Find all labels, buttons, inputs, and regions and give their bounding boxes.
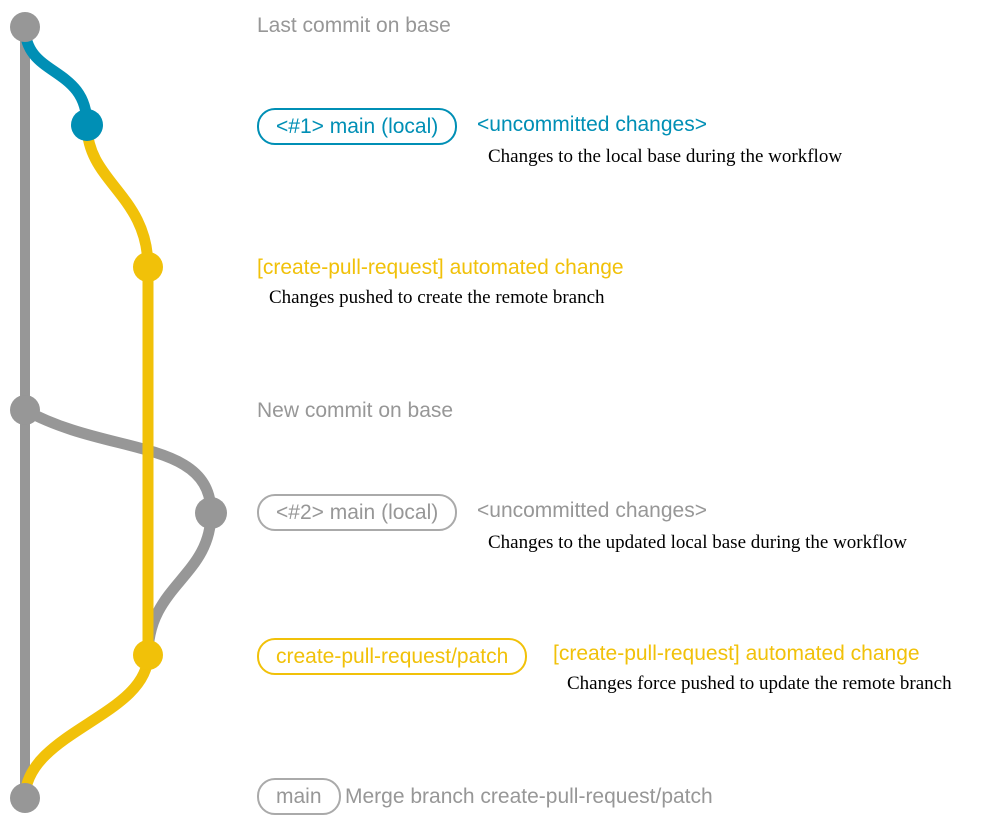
commit-dot-patch-2 bbox=[133, 640, 163, 670]
commit-message-merge: Merge branch create-pull-request/patch bbox=[345, 785, 713, 808]
commit-message-automated-2: [create-pull-request] automated change bbox=[553, 642, 920, 665]
local-main-branch-line bbox=[19, 26, 93, 126]
commit-body-uncommitted-1: Changes to the local base during the wor… bbox=[488, 146, 843, 167]
commit-body-uncommitted-2: Changes to the updated local base during… bbox=[488, 532, 907, 553]
git-graph bbox=[10, 12, 227, 813]
rebase-branch-line bbox=[22, 405, 217, 656]
commit-message-last-base: Last commit on base bbox=[257, 14, 451, 37]
commit-dot-local-main-1 bbox=[71, 109, 103, 141]
commit-dot-new-base bbox=[10, 395, 40, 425]
branch-badge-main-local-1: <#1> main (local) bbox=[257, 108, 458, 145]
commit-message-automated-1: [create-pull-request] automated change bbox=[257, 256, 624, 279]
commit-body-automated-1: Changes pushed to create the remote bran… bbox=[269, 287, 605, 308]
commit-message-uncommitted-1: <uncommitted changes> bbox=[477, 113, 707, 136]
branch-badge-main-local-2: <#2> main (local) bbox=[257, 494, 458, 531]
commit-dot-patch-1 bbox=[133, 252, 163, 282]
commit-dot-local-main-2 bbox=[195, 497, 227, 529]
branch-badge-patch: create-pull-request/patch bbox=[257, 638, 528, 675]
commit-dot-merge bbox=[10, 783, 40, 813]
commit-dot-last-base bbox=[10, 12, 40, 42]
commit-message-new-base: New commit on base bbox=[257, 399, 454, 422]
patch-branch-line bbox=[19, 124, 154, 799]
commit-body-automated-2: Changes force pushed to update the remot… bbox=[567, 673, 952, 694]
commit-message-uncommitted-2: <uncommitted changes> bbox=[477, 499, 707, 522]
branch-badge-main: main bbox=[257, 778, 341, 815]
